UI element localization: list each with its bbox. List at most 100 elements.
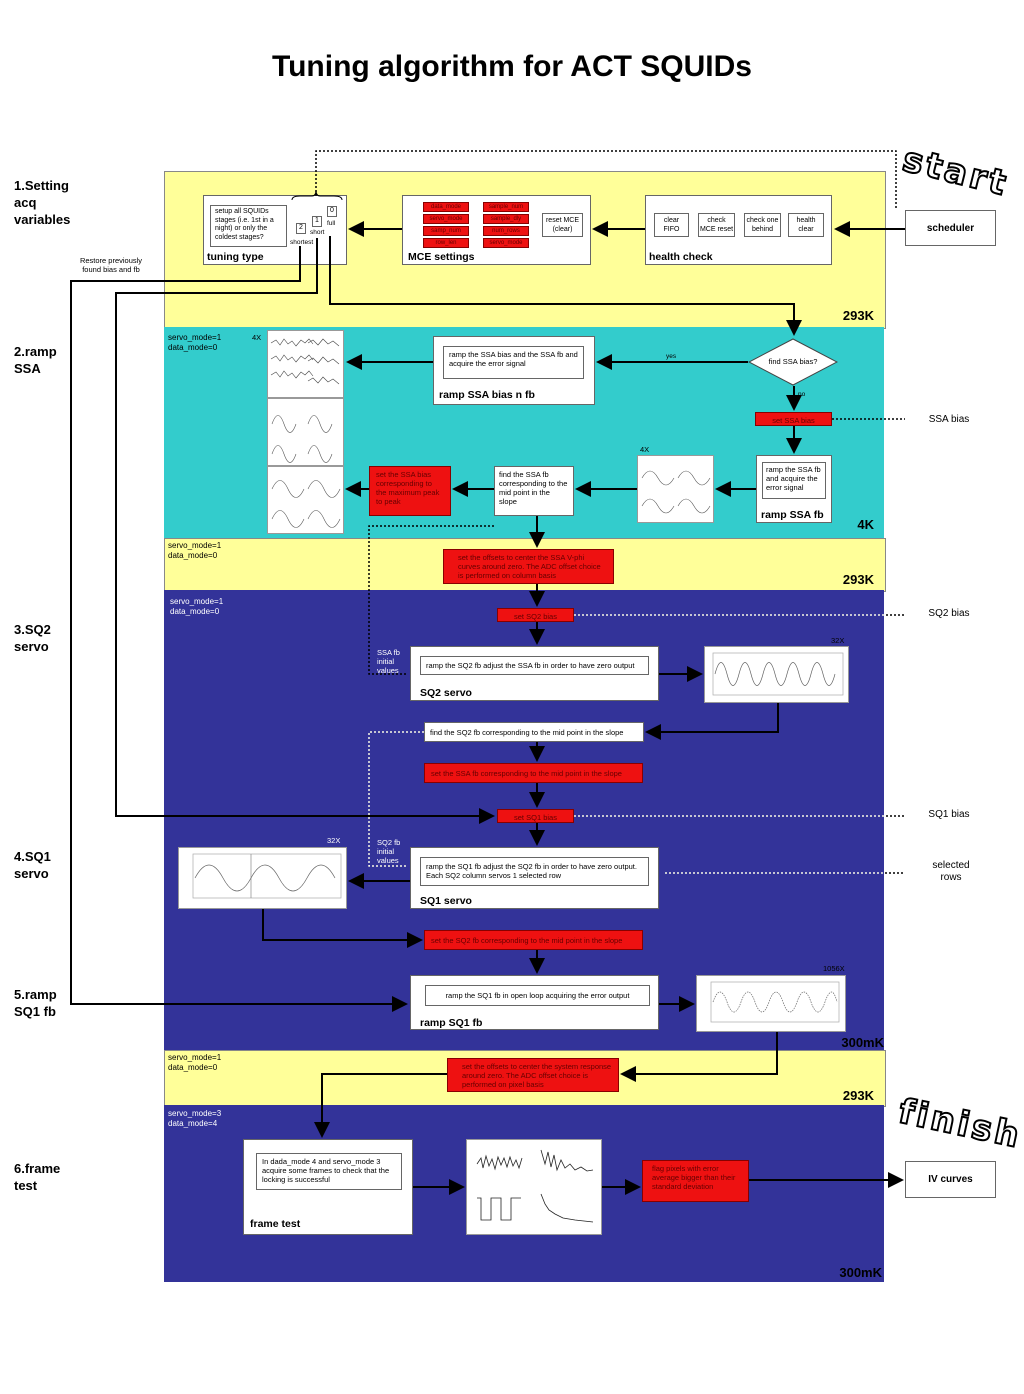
option-shortest-label: shortest <box>290 239 314 246</box>
ramp-ssa-fb-plot <box>637 455 714 523</box>
yes-label: yes <box>666 353 677 360</box>
step-label-3: 3.SQ2 servo <box>14 622 51 654</box>
step-label-4: 4.SQ1 servo <box>14 849 51 881</box>
sq2-servo-box: ramp the SQ2 fb adjust the SSA fb in ord… <box>410 646 659 701</box>
ssa-bias-side-label: SSA bias <box>928 414 970 425</box>
no-label: no <box>798 391 806 398</box>
set-ssa-fb-step: set the SSA fb corresponding to the mid … <box>424 763 643 783</box>
ramp-sq1-fb-plot <box>696 975 846 1032</box>
mce-red-item-1: servo_mode <box>423 214 469 224</box>
restore-note: Restore previously found bias and fb <box>79 256 143 274</box>
multiplier-4x-a: 4X <box>252 333 262 342</box>
set-sq1-bias-step: set SQ1 bias <box>497 809 574 823</box>
check-mce-reset-item: check MCE reset <box>698 213 735 237</box>
set-sq2-fb-step: set the SQ2 fb corresponding to the mid … <box>424 930 643 950</box>
mce-red-item-3: row_len <box>423 238 469 248</box>
option-2[interactable]: 2 <box>296 223 306 234</box>
start-wordart: start <box>898 139 1014 206</box>
ramp-sq1-fb-text: ramp the SQ1 fb in open loop acquiring t… <box>425 985 650 1006</box>
option-1[interactable]: 1 <box>312 216 322 227</box>
check-one-behind-item: check one behind <box>744 213 781 237</box>
mce-settings-box: data_mode servo_mode samp_num row_len sa… <box>402 195 591 265</box>
mce-red-item-7: servo_mode <box>483 238 529 248</box>
ssa-bias-curve-plot <box>267 398 344 466</box>
tuning-type-box: setup all SQUIDs stages (i.e. 1st in a n… <box>203 195 347 265</box>
iv-curves-label: IV curves <box>928 1174 973 1185</box>
sq1-servo-text: ramp the SQ1 fb adjust the SQ2 fb in ord… <box>420 857 649 886</box>
multiplier-4x-b: 4X <box>640 445 650 454</box>
mode-label-2: servo_mode=1 data_mode=0 <box>168 333 222 352</box>
scheduler-label: scheduler <box>926 223 975 234</box>
sq2-servo-text: ramp the SQ2 fb adjust the SSA fb in ord… <box>420 656 649 675</box>
temp-293k-1: 293K <box>842 308 874 323</box>
ramp-sq1-fb-label: ramp SQ1 fb <box>420 1017 483 1029</box>
sq1-servo-box: ramp the SQ1 fb adjust the SQ2 fb in ord… <box>410 847 659 909</box>
clear-fifo-item: clear FIFO <box>654 213 689 237</box>
ramp-ssa-bias-box: ramp the SSA bias and the SSA fb and acq… <box>433 336 595 405</box>
iv-curves-box[interactable]: IV curves <box>905 1161 996 1198</box>
ssa-bias-noise-plot <box>267 330 344 398</box>
mode-label-2b: servo_mode=1 data_mode=0 <box>168 541 222 560</box>
ramp-ssa-bias-label: ramp SSA bias n fb <box>439 389 535 401</box>
frame-test-text: In dada_mode 4 and servo_mode 3 acquire … <box>256 1153 402 1190</box>
mce-red-item-5: sample_dly <box>483 214 529 224</box>
temp-4k: 4K <box>857 517 874 532</box>
step-label-2: 2.ramp SSA <box>14 344 57 376</box>
mce-settings-label: MCE settings <box>408 251 475 263</box>
page-title: Tuning algorithm for ACT SQUIDs <box>272 50 752 83</box>
set-ssa-bias-step: set SSA bias <box>755 412 832 426</box>
temp-293k-3: 293K <box>842 1088 874 1103</box>
step-label-6: 6.frame test <box>14 1161 61 1193</box>
ssa-offsets-step: set the offsets to center the SSA V-phi … <box>443 549 614 584</box>
temp-293k-2: 293K <box>842 572 874 587</box>
temp-300mk-1: 300mK <box>841 1035 884 1050</box>
sq2-servo-label: SQ2 servo <box>420 687 472 699</box>
option-full-label: full <box>327 220 336 227</box>
frame-test-label: frame test <box>250 1218 301 1230</box>
mode-label-5b: servo_mode=1 data_mode=0 <box>168 1053 222 1072</box>
scheduler-box[interactable]: scheduler <box>905 210 996 246</box>
sq2-bias-side-label: SQ2 bias <box>928 608 970 619</box>
ramp-ssa-fb-label: ramp SSA fb <box>761 509 824 521</box>
find-ssa-fb-box: find the SSA fb corresponding to the mid… <box>494 466 574 516</box>
find-sq2-fb-step: find the SQ2 fb corresponding to the mid… <box>424 722 644 742</box>
sq2-servo-plot <box>704 646 849 703</box>
health-check-box: clear FIFO check MCE reset check one beh… <box>645 195 832 265</box>
ramp-ssa-fb-text: ramp the SSA fb and acquire the error si… <box>762 462 826 499</box>
sq2-fb-initial-label: SQ2 fb initial values <box>377 838 401 865</box>
tuning-type-label: tuning type <box>207 251 264 263</box>
sq1-bias-side-label: SQ1 bias <box>928 809 970 820</box>
ssa-fb-curve-plot <box>267 466 344 534</box>
selected-rows-label: selected rows <box>932 860 970 883</box>
mce-red-item-6: num_rows <box>483 226 529 236</box>
set-ssa-bias-max-step: set the SSA bias corresponding to the ma… <box>369 466 451 516</box>
frame-test-plots <box>466 1139 602 1235</box>
step-label-5: 5.ramp SQ1 fb <box>14 987 57 1019</box>
ramp-sq1-fb-box: ramp the SQ1 fb in open loop acquiring t… <box>410 975 659 1030</box>
frame-test-box: In dada_mode 4 and servo_mode 3 acquire … <box>243 1139 413 1235</box>
mce-red-item-4: sample_num <box>483 202 529 212</box>
health-check-label: health check <box>649 251 713 263</box>
mce-red-item-2: samp_num <box>423 226 469 236</box>
multiplier-32x-a: 32X <box>831 636 845 645</box>
pixel-offsets-step: set the offsets to center the system res… <box>447 1058 619 1092</box>
ramp-ssa-fb-box: ramp the SSA fb and acquire the error si… <box>756 455 832 523</box>
sq1-servo-plot <box>178 847 347 909</box>
step-label-1: 1.Setting acq variables <box>14 178 71 227</box>
option-0[interactable]: 0 <box>327 206 337 217</box>
flag-pixels-step: flag pixels with error average bigger th… <box>642 1160 749 1202</box>
tuning-type-question: setup all SQUIDs stages (i.e. 1st in a n… <box>210 205 287 247</box>
ssa-fb-initial-label: SSA fb initial values <box>377 648 400 675</box>
mode-label-6: servo_mode=3 data_mode=4 <box>168 1109 222 1128</box>
ramp-ssa-bias-text: ramp the SSA bias and the SSA fb and acq… <box>443 346 584 379</box>
temp-300mk-2: 300mK <box>839 1265 882 1280</box>
health-clear-item: health clear <box>788 213 824 237</box>
find-ssa-bias-decision <box>748 338 838 386</box>
mode-label-3: servo_mode=1 data_mode=0 <box>170 597 224 616</box>
sq1-servo-label: SQ1 servo <box>420 895 472 907</box>
mce-red-item-0: data_mode <box>423 202 469 212</box>
finish-wordart: finish <box>894 1090 1024 1157</box>
multiplier-32x-b: 32X <box>327 836 341 845</box>
reset-mce-item: reset MCE (clear) <box>542 213 583 237</box>
option-short-label: short <box>310 229 325 236</box>
